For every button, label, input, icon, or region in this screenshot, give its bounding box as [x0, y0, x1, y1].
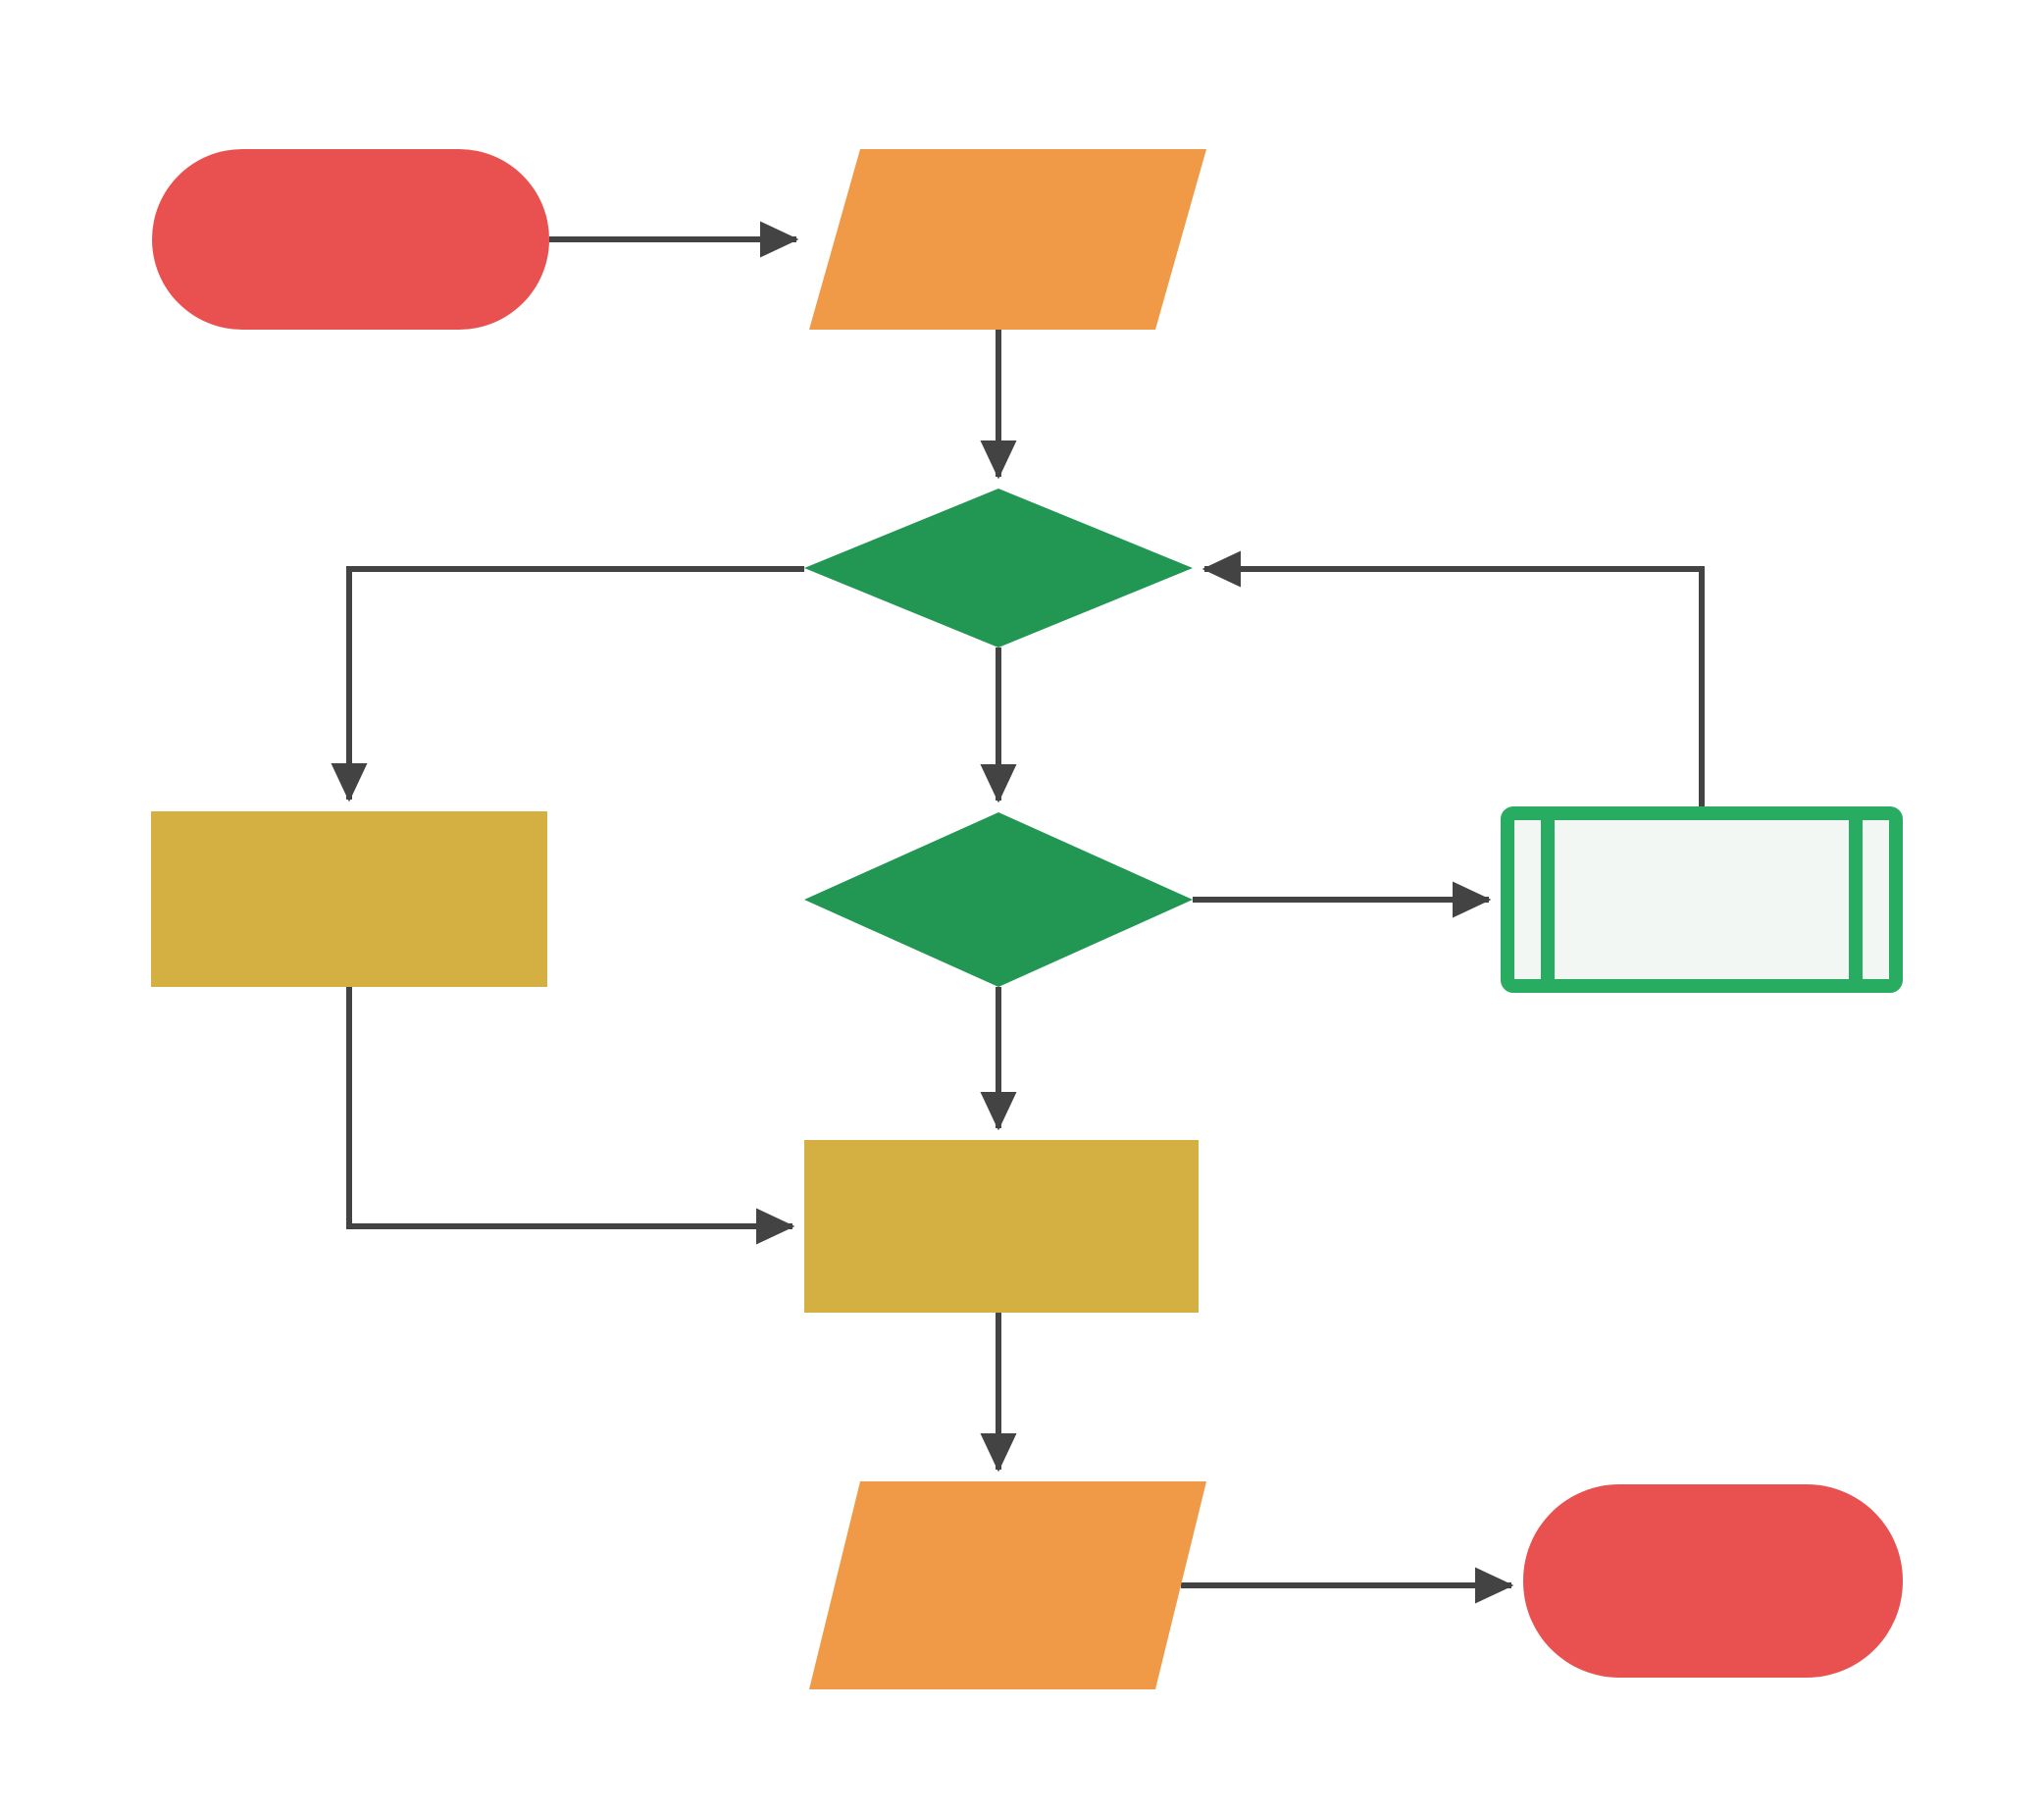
node-layer	[151, 149, 1903, 1689]
edge-decision1-to-process-left	[331, 566, 804, 803]
process-rectangle-left-body	[151, 811, 547, 987]
output-parallelogram[interactable]	[809, 1481, 1206, 1689]
input-parallelogram[interactable]	[809, 149, 1206, 330]
process-rectangle-center-body	[804, 1140, 1199, 1313]
start-terminator[interactable]	[152, 149, 549, 330]
process-rectangle-center[interactable]	[804, 1140, 1199, 1313]
subroutine-predefined-process-body	[1501, 806, 1903, 993]
decision-diamond-primary[interactable]	[804, 489, 1193, 648]
edge-process-left-to-process-center	[346, 987, 795, 1245]
end-terminator-body	[1523, 1484, 1903, 1678]
decision-diamond-secondary[interactable]	[804, 812, 1193, 987]
decision-diamond-primary-body	[804, 489, 1193, 648]
subroutine-predefined-process[interactable]	[1501, 806, 1903, 993]
start-terminator-body	[152, 149, 549, 330]
decision-diamond-secondary-body	[804, 812, 1193, 987]
end-terminator[interactable]	[1523, 1484, 1903, 1678]
input-parallelogram-body	[809, 149, 1206, 330]
output-parallelogram-body	[809, 1481, 1206, 1689]
process-rectangle-left[interactable]	[151, 811, 547, 987]
edge-subroutine-to-decision1-loopback	[1201, 550, 1705, 806]
